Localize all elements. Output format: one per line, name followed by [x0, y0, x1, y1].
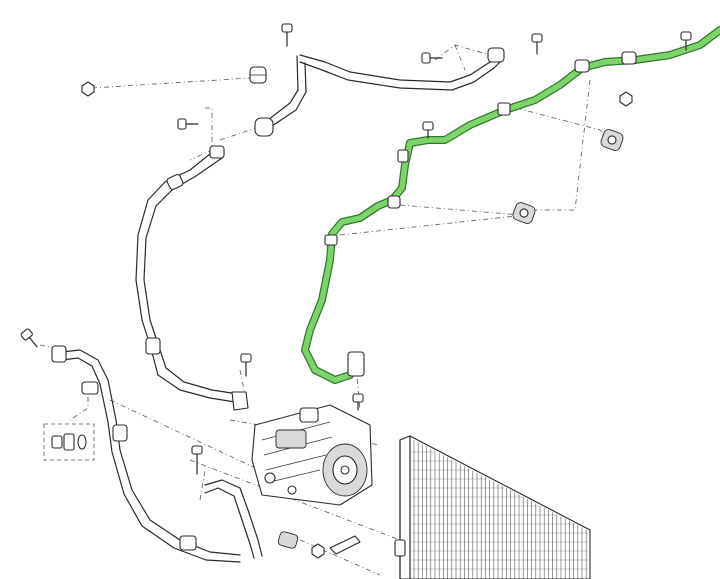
clip-icon — [600, 129, 624, 151]
bolt-icon — [281, 23, 293, 47]
bolt-icon — [421, 52, 443, 64]
highlighted-pressure-line — [301, 26, 720, 384]
condenser-icon — [394, 435, 591, 579]
green-hose-body — [302, 27, 720, 383]
bolt-icon — [422, 121, 434, 139]
clip-icon — [277, 531, 299, 549]
long-discharge-hose — [135, 145, 249, 411]
bolt-icon — [191, 445, 203, 475]
compressor-icon — [251, 404, 373, 506]
clip-icon — [81, 381, 99, 395]
green-line-fitting-2 — [497, 102, 511, 116]
bolt-icon — [352, 393, 364, 411]
seal-kit-icon — [43, 423, 95, 461]
clip-icon — [249, 66, 267, 84]
nut-icon — [81, 81, 95, 97]
hose-sleeve-5 — [179, 535, 197, 551]
nut-icon — [619, 91, 633, 107]
hose-sleeve-2 — [145, 337, 161, 355]
green-line-end-fitting — [347, 351, 365, 377]
valve-icon — [329, 535, 361, 555]
hose-end-fitting-lower — [231, 391, 249, 411]
condenser-fins — [412, 440, 588, 579]
nut-icon — [311, 543, 325, 559]
lower-left-hose — [51, 345, 263, 563]
clip-icon — [512, 202, 536, 224]
bolt-icon — [531, 33, 543, 55]
green-line-fitting-4 — [324, 234, 338, 246]
hose-sleeve-1 — [166, 174, 184, 190]
green-line-fitting-5 — [397, 149, 409, 163]
clips — [81, 66, 624, 549]
bolt-icon — [240, 353, 252, 377]
hose-fitting-upper — [254, 117, 274, 137]
bolt-icon — [680, 31, 692, 51]
hose-end-connector — [487, 47, 505, 63]
bolts — [20, 23, 692, 475]
green-line-fitting-1 — [574, 59, 590, 73]
bolt-icon — [177, 118, 199, 130]
hose-end-left — [51, 345, 67, 363]
green-line-fitting-6 — [621, 51, 637, 65]
bolt-icon — [20, 328, 38, 348]
hose-sleeve-3 — [209, 145, 225, 159]
green-line-fitting-3 — [387, 195, 401, 209]
hose-sleeve-4 — [112, 424, 128, 442]
upper-suction-hose — [254, 47, 505, 137]
nuts — [81, 81, 633, 559]
